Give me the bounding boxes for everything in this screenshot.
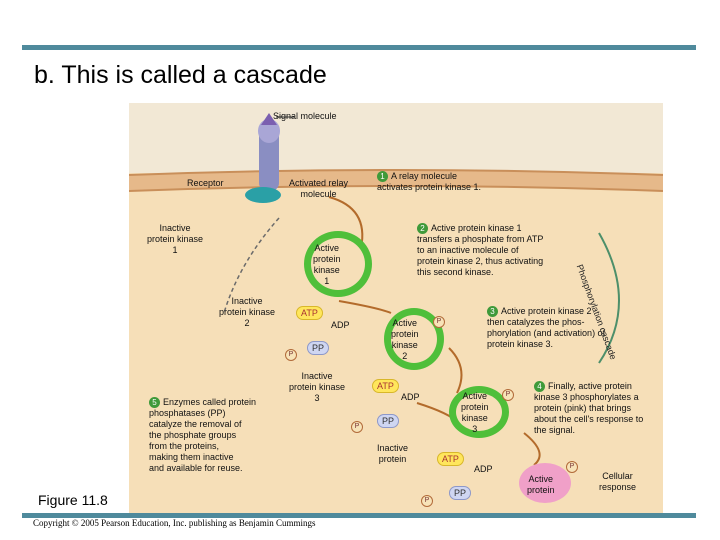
pi-marker-1: P: [285, 349, 297, 361]
cellular-response-label: Cellular response: [599, 471, 637, 492]
figure-panel: Signal molecule Receptor Activated relay…: [129, 103, 663, 515]
relay-molecule-label: Activated relay molecule: [289, 178, 349, 199]
adp-label-1: ADP: [331, 320, 350, 330]
adp-label-3: ADP: [474, 464, 493, 474]
receptor-label: Receptor: [187, 178, 224, 188]
copyright: Copyright © 2005 Pearson Education, Inc.…: [33, 518, 316, 528]
signal-molecule-label: Signal molecule: [273, 111, 337, 121]
pp-badge-2: PP: [377, 414, 400, 428]
active-pk3: [449, 386, 509, 438]
figure-label: Figure 11.8: [38, 492, 108, 508]
pp-badge-1: PP: [307, 341, 330, 355]
slide-title: b. This is called a cascade: [34, 61, 327, 89]
top-divider: [22, 45, 696, 50]
inactive-protein-label: Inactive protein: [377, 443, 409, 464]
active-protein: [519, 463, 571, 503]
pi-marker-3: P: [421, 495, 433, 507]
inactive-pk2-label: Inactive protein kinase 2: [219, 296, 276, 328]
active-pk1: [304, 231, 372, 297]
phosphate-pk2: P: [433, 316, 445, 328]
pp-badge-3: PP: [449, 486, 472, 500]
atp-badge-1: ATP: [296, 306, 323, 320]
adp-label-2: ADP: [401, 392, 420, 402]
active-pk2-label: Active protein kinase 2: [391, 318, 419, 361]
bottom-divider: [22, 513, 696, 518]
atp-badge-3: ATP: [437, 452, 464, 466]
inactive-pk1: [149, 218, 217, 264]
cell-diagram-art: [129, 103, 663, 466]
phosphate-protein: P: [566, 461, 578, 473]
active-pk1-label: Active protein kinase 1: [313, 243, 341, 286]
pi-marker-2: P: [351, 421, 363, 433]
phosphate-pk3: P: [502, 389, 514, 401]
active-protein-label: Active protein: [527, 474, 555, 495]
inactive-pk1-label: Inactive protein kinase 1: [147, 223, 204, 255]
active-pk3-label: Active protein kinase 3: [461, 391, 489, 434]
active-pk2: [384, 308, 444, 370]
atp-badge-2: ATP: [372, 379, 399, 393]
inactive-pk3-label: Inactive protein kinase 3: [289, 371, 346, 403]
